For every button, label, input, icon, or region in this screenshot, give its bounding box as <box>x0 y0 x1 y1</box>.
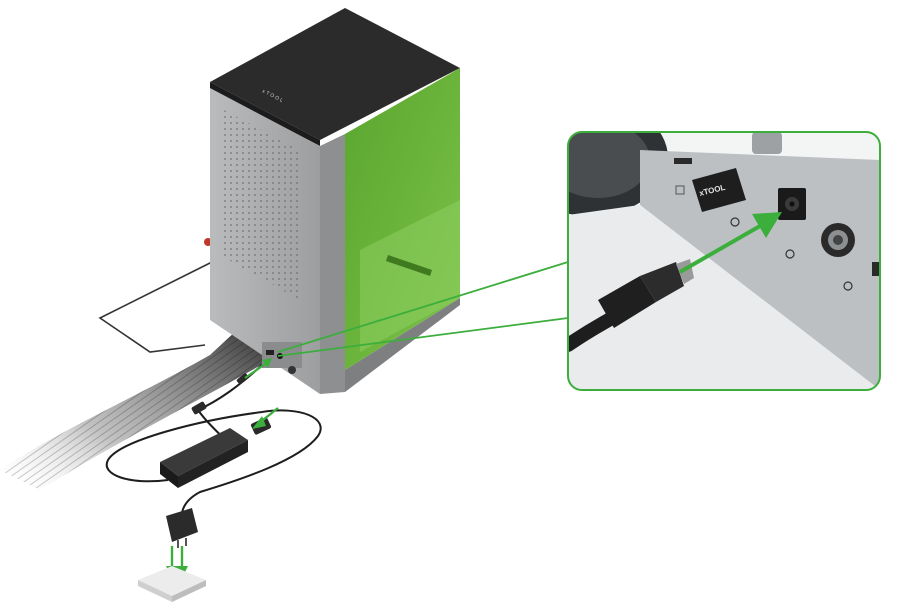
barrel-plug <box>568 259 694 352</box>
usb-slot <box>266 350 274 355</box>
arrow-to-port-icon <box>244 361 269 379</box>
machine-lid <box>210 8 460 140</box>
round-connector <box>821 223 855 257</box>
ac-inlet-plug <box>250 407 279 435</box>
ac-cable <box>105 409 322 523</box>
power-adapter <box>160 428 248 488</box>
usb-symbol-icon <box>730 217 740 227</box>
wall-plug <box>166 508 198 548</box>
laser-machine: xTOOL <box>210 8 460 394</box>
usb-dongle: xTOOL <box>692 168 746 212</box>
rotary-port <box>288 366 296 374</box>
callout-arrow-icon <box>679 224 761 274</box>
callout-detail: xTOOL <box>567 131 881 391</box>
dc-cable <box>191 358 272 447</box>
wall-outlet <box>138 566 206 602</box>
side-cable <box>98 261 213 353</box>
power-symbol-icon <box>785 249 795 259</box>
vent-grille <box>220 108 300 300</box>
callout-lines <box>277 261 569 357</box>
callout-frame <box>567 131 881 391</box>
